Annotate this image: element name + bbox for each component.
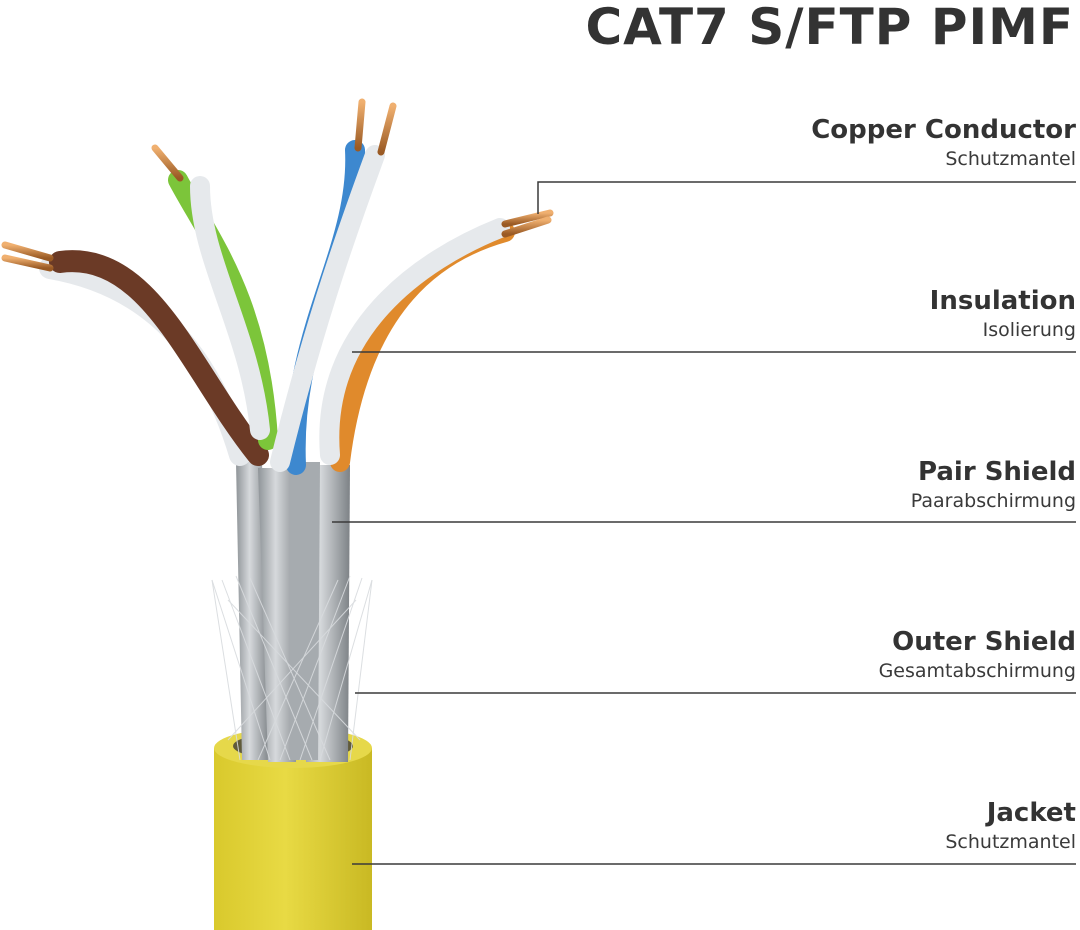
outer-braid xyxy=(211,575,373,761)
label-english: Jacket xyxy=(986,798,1076,828)
label-english: Insulation xyxy=(929,286,1076,316)
label-pair-shield: Pair Shield Paarabschirmung xyxy=(911,456,1076,514)
label-german: Schutzmantel xyxy=(945,831,1076,853)
label-english: Outer Shield xyxy=(892,627,1076,657)
label-english: Pair Shield xyxy=(918,457,1076,487)
label-german: Gesamtabschirmung xyxy=(878,660,1076,682)
wire-pairs xyxy=(39,140,515,475)
diagram-title: CAT7 S/FTP PIMF xyxy=(585,0,1074,56)
leader-lines xyxy=(332,181,1076,865)
copper-conductors xyxy=(1,98,554,272)
label-german: Paarabschirmung xyxy=(910,490,1076,512)
label-insulation: Insulation Isolierung xyxy=(930,285,1076,343)
label-outer-shield: Outer Shield Gesamtabschirmung xyxy=(879,626,1076,684)
label-german: Schutzmantel xyxy=(945,148,1076,170)
label-copper-conductor: Copper Conductor Schutzmantel xyxy=(811,114,1076,172)
label-english: Copper Conductor xyxy=(811,115,1076,145)
label-jacket: Jacket Schutzmantel xyxy=(945,797,1076,855)
label-german: Isolierung xyxy=(982,319,1076,341)
